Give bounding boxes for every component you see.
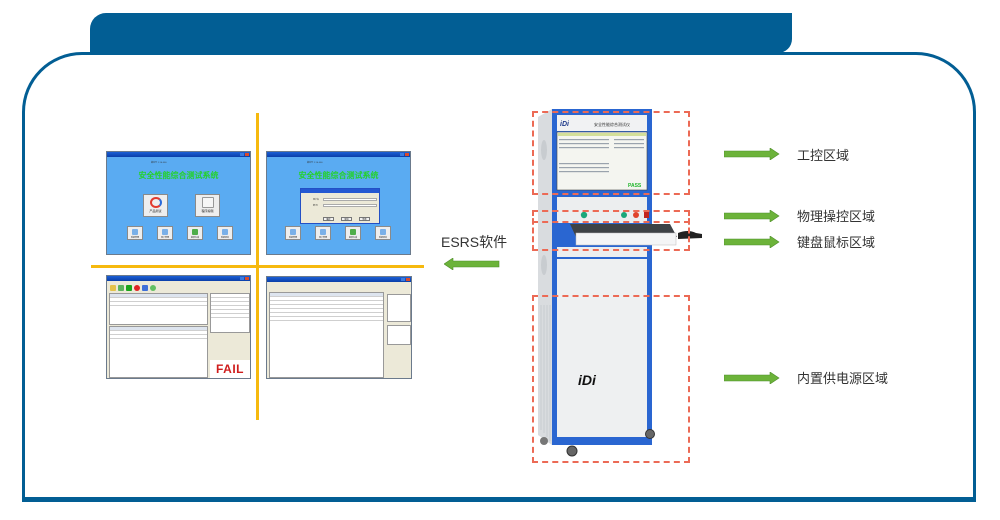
parameters-panel	[210, 293, 250, 333]
password-field[interactable]	[323, 204, 377, 207]
exit-icon	[222, 229, 228, 235]
cabinet-brand: iDi	[560, 121, 570, 128]
username-field[interactable]	[323, 198, 377, 201]
screenshot-test-run: FAIL	[106, 275, 251, 379]
test-result-fail: FAIL	[210, 360, 250, 378]
play-icon[interactable]	[126, 285, 132, 291]
user-manage-button[interactable]: 用户管理	[315, 226, 331, 240]
tool-icon	[290, 229, 296, 235]
test-cabinet-image: iDi 安全性能综合测试仪 PASS iDi	[538, 109, 702, 457]
app-title: 安全性能综合测试系统	[298, 170, 379, 180]
quadrant-divider-horizontal	[91, 265, 424, 268]
user-manage-button[interactable]: 用户管理	[157, 226, 173, 240]
refresh-icon	[149, 197, 162, 208]
report-button[interactable]: 报表生成	[187, 226, 203, 240]
region-label-industrial-control: 工控区域	[797, 149, 850, 164]
tool-icon	[132, 229, 138, 235]
region-label-keyboard-mouse: 键盘鼠标区域	[797, 236, 876, 251]
screenshot-main-menu: 版本号 1.10.000 安全性能综合测试系统 产品测试 程序编辑 系统管理 用…	[106, 151, 251, 255]
exit-button[interactable]: 系统退出	[375, 226, 391, 240]
arrow-right-icon	[724, 372, 780, 384]
exit-icon	[380, 229, 386, 235]
region-box-industrial-control	[532, 111, 690, 195]
cabinet-pass-label: PASS	[628, 183, 642, 189]
version-text: 版本号 1.10.000	[307, 162, 323, 164]
window-titlebar	[267, 152, 410, 157]
region-box-keyboard-mouse	[532, 210, 690, 251]
screenshot-program-editor	[266, 276, 412, 379]
window-titlebar	[267, 277, 411, 282]
settings-icon[interactable]	[150, 285, 156, 291]
screenshot-login: 版本号 1.10.000 安全性能综合测试系统 用户名 密 码 确定 取消 修改…	[266, 151, 411, 255]
cabinet-logo: iDi	[578, 372, 597, 388]
steps-table	[109, 293, 208, 325]
region-label-physical-controls: 物理操控区域	[797, 210, 876, 225]
arrow-right-icon	[724, 210, 780, 222]
dialog-titlebar	[301, 189, 379, 193]
region-label-power-supply: 内置供电源区域	[797, 372, 889, 387]
version-text: 版本号 1.10.000	[151, 162, 167, 164]
program-edit-button[interactable]: 程序编辑	[195, 194, 220, 217]
app-title: 安全性能综合测试系统	[138, 170, 219, 180]
cabinet-screen-header: 安全性能综合测试仪	[594, 121, 630, 127]
software-label: ESRS软件	[441, 234, 508, 250]
ok-button[interactable]: 确定	[323, 217, 334, 221]
product-test-button[interactable]: 产品测试	[143, 194, 168, 217]
username-label: 用户名	[313, 199, 320, 201]
report-button[interactable]: 报表生成	[345, 226, 361, 240]
exit-button[interactable]: 系统退出	[217, 226, 233, 240]
content-frame	[22, 52, 976, 502]
open-icon[interactable]	[110, 285, 116, 291]
results-table	[109, 326, 208, 378]
user-icon	[162, 229, 168, 235]
save-icon[interactable]	[118, 285, 124, 291]
stop-icon[interactable]	[134, 285, 140, 291]
system-manage-button[interactable]: 系统管理	[127, 226, 143, 240]
system-manage-button[interactable]: 系统管理	[285, 226, 301, 240]
window-titlebar	[107, 276, 250, 281]
program-table	[269, 292, 384, 378]
window-titlebar	[107, 152, 250, 157]
user-icon	[320, 229, 326, 235]
region-box-power-supply	[532, 295, 690, 463]
report-icon	[192, 229, 198, 235]
properties-panel	[387, 325, 411, 345]
edit-icon	[201, 197, 214, 208]
pause-icon[interactable]	[142, 285, 148, 291]
password-label: 密 码	[313, 205, 318, 207]
header-tab	[90, 13, 792, 53]
login-dialog: 用户名 密 码 确定 取消 修改	[300, 188, 380, 224]
report-icon	[350, 229, 356, 235]
arrow-left-icon	[444, 258, 500, 270]
modify-button[interactable]: 修改	[359, 217, 370, 221]
cancel-button[interactable]: 取消	[341, 217, 352, 221]
arrow-right-icon	[724, 236, 780, 248]
program-tree	[387, 294, 411, 322]
arrow-right-icon	[724, 148, 780, 160]
